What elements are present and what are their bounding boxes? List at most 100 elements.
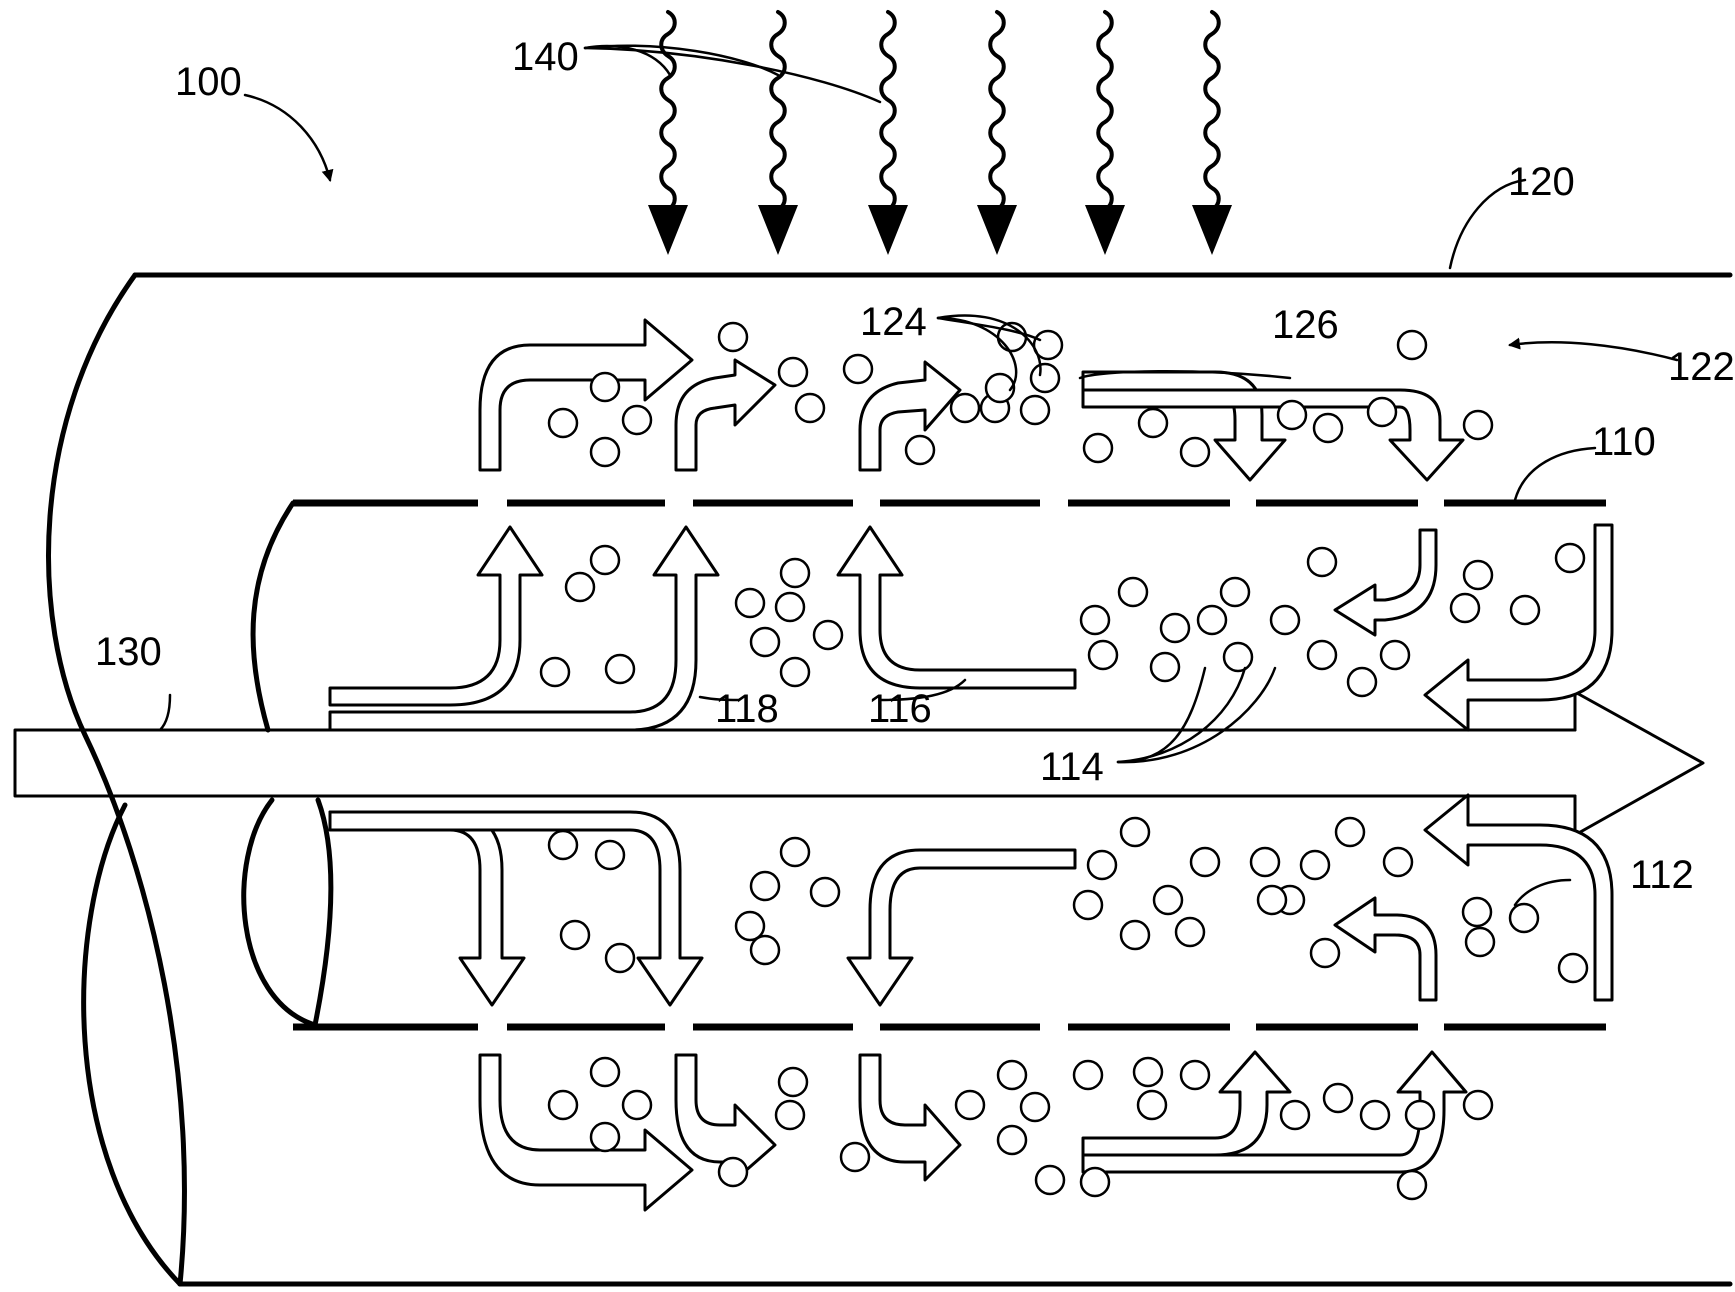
particle	[621, 404, 653, 436]
radiation-arrowhead	[977, 205, 1017, 255]
particle	[904, 434, 936, 466]
particle	[1462, 409, 1494, 441]
particle	[984, 372, 1016, 404]
radiation-wave	[879, 10, 897, 212]
label-120: 120	[1508, 160, 1575, 204]
particle	[1196, 604, 1228, 636]
outer-particles	[547, 321, 1494, 1201]
particle	[1508, 902, 1540, 934]
particle	[774, 591, 806, 623]
particle	[749, 870, 781, 902]
radiation-arrowhead	[1192, 205, 1232, 255]
flow-arrow	[1333, 896, 1438, 1002]
particle	[1132, 1056, 1164, 1088]
label-116: 116	[868, 687, 932, 731]
particle	[1346, 666, 1378, 698]
particle	[1256, 884, 1288, 916]
particle	[774, 1099, 806, 1131]
label-124: 124	[860, 300, 927, 344]
particle	[589, 1121, 621, 1153]
flow-arrow	[328, 525, 720, 732]
particle	[777, 356, 809, 388]
particle	[1072, 1059, 1104, 1091]
particle	[1136, 1089, 1168, 1121]
radiation-wave	[988, 10, 1006, 212]
particle	[1019, 394, 1051, 426]
particle	[1189, 846, 1221, 878]
particle	[1334, 816, 1366, 848]
particle	[734, 910, 766, 942]
label-110: 110	[1592, 420, 1656, 464]
label-122: 122	[1668, 345, 1735, 389]
particle	[1149, 651, 1181, 683]
flow-arrow	[836, 525, 1077, 690]
label-130: 130	[95, 630, 162, 674]
reference-labels: 100 140 120 124 126 122 110 130 118 116 …	[95, 35, 1735, 897]
particle	[1276, 399, 1308, 431]
particle	[559, 919, 591, 951]
radiation-wave	[1203, 10, 1221, 212]
flow-arrow	[1081, 1050, 1292, 1157]
particle	[1404, 1099, 1436, 1131]
radiation-arrowhead	[1085, 205, 1125, 255]
label-114: 114	[1040, 745, 1104, 789]
inner-tube	[241, 499, 1606, 1031]
particle	[779, 656, 811, 688]
particle	[1179, 436, 1211, 468]
particle	[547, 1089, 579, 1121]
particle	[717, 1156, 749, 1188]
flow-arrow	[328, 810, 704, 1007]
particle	[1309, 937, 1341, 969]
particle	[749, 934, 781, 966]
flow-arrow	[328, 810, 526, 1007]
particle	[1462, 1089, 1494, 1121]
particle	[809, 876, 841, 908]
particle	[594, 839, 626, 871]
particle	[1119, 919, 1151, 951]
particle	[794, 392, 826, 424]
particle	[1086, 849, 1118, 881]
particle	[1306, 546, 1338, 578]
radiation-arrowhead	[758, 205, 798, 255]
label-126: 126	[1272, 303, 1339, 347]
particle	[1461, 896, 1493, 928]
particle	[1179, 1059, 1211, 1091]
leader-lines	[158, 44, 1679, 907]
particle	[1306, 639, 1338, 671]
flow-arrows	[328, 318, 1614, 1212]
flow-arrow	[1081, 1050, 1468, 1174]
flow-arrow	[1081, 388, 1465, 482]
flow-arrow	[858, 1053, 962, 1182]
particle	[1087, 639, 1119, 671]
particle	[1117, 576, 1149, 608]
label-118: 118	[715, 687, 779, 731]
radiation-wave	[659, 10, 677, 212]
particle	[1079, 604, 1111, 636]
outer-tube	[46, 272, 1733, 1287]
particle	[1279, 1099, 1311, 1131]
particle	[954, 1089, 986, 1121]
flow-arrow	[858, 360, 962, 472]
particle	[949, 392, 981, 424]
particle	[812, 619, 844, 651]
particle	[564, 571, 596, 603]
flow-arrow	[478, 1053, 694, 1212]
particle	[996, 1124, 1028, 1156]
particle	[1509, 594, 1541, 626]
label-112: 112	[1630, 853, 1694, 897]
particle	[842, 353, 874, 385]
particle	[1269, 604, 1301, 636]
radiation-waves	[648, 10, 1232, 255]
label-100: 100	[175, 60, 242, 104]
particle	[1159, 612, 1191, 644]
flow-arrow	[1423, 793, 1614, 1002]
particle	[539, 656, 571, 688]
particle	[1312, 412, 1344, 444]
label-140: 140	[512, 35, 579, 79]
particle	[1382, 846, 1414, 878]
particle	[589, 371, 621, 403]
radiation-arrowhead	[868, 205, 908, 255]
particle	[1557, 952, 1589, 984]
particle	[1079, 1166, 1111, 1198]
